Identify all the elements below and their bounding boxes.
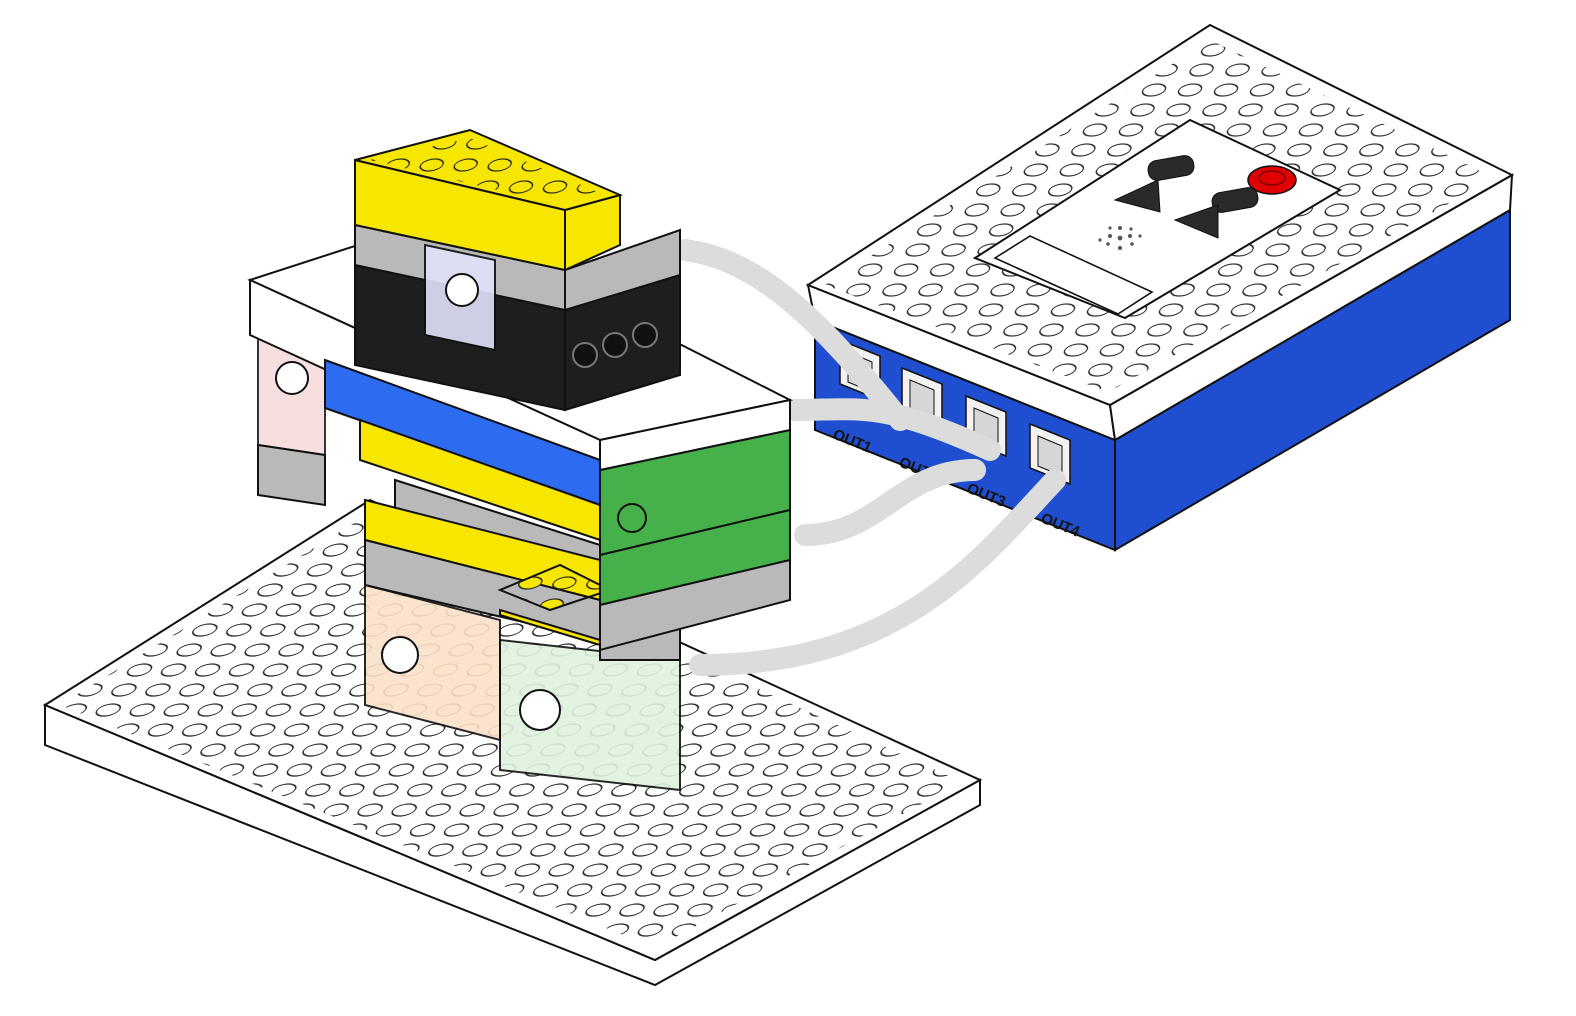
down-button[interactable] <box>1211 186 1260 214</box>
pin-hole-icon <box>632 322 658 348</box>
cables <box>674 239 1066 676</box>
controller-box: OUT1 OUT2 OUT3 OUT4 <box>805 23 1515 552</box>
speaker-grille-icon <box>1098 226 1142 250</box>
green-brick-side <box>599 428 791 652</box>
motor-hub-icon <box>381 636 419 674</box>
cable-green-motor <box>794 459 986 546</box>
power-button-icon[interactable] <box>1247 165 1297 195</box>
white-brick-end <box>599 398 791 472</box>
yellow-brick-studs <box>370 138 605 205</box>
up-button[interactable] <box>1147 154 1196 182</box>
motor-hub-icon <box>275 361 309 395</box>
arrow-left-icon[interactable] <box>1113 179 1161 213</box>
arrow-right-icon[interactable] <box>1173 204 1219 239</box>
control-panel <box>972 118 1343 320</box>
top-center-motor <box>424 243 496 352</box>
rear-left-motor <box>257 333 326 507</box>
pin-hole-icon <box>572 342 598 368</box>
cable-front-motor <box>689 469 1066 676</box>
motor-hub-icon <box>519 689 561 731</box>
top-assembly <box>354 128 681 412</box>
display-screen <box>993 235 1154 315</box>
cable-right-motor <box>784 398 1001 461</box>
front-left-motor <box>364 583 501 742</box>
cable-top-motor <box>674 239 911 431</box>
gray-brick-side <box>564 228 681 312</box>
yellow-brick-lower <box>364 498 613 647</box>
pin-hole-icon <box>617 503 647 533</box>
robot-body <box>247 128 793 792</box>
pin-hole-icon <box>602 332 628 358</box>
motor-hub-icon <box>445 273 479 307</box>
